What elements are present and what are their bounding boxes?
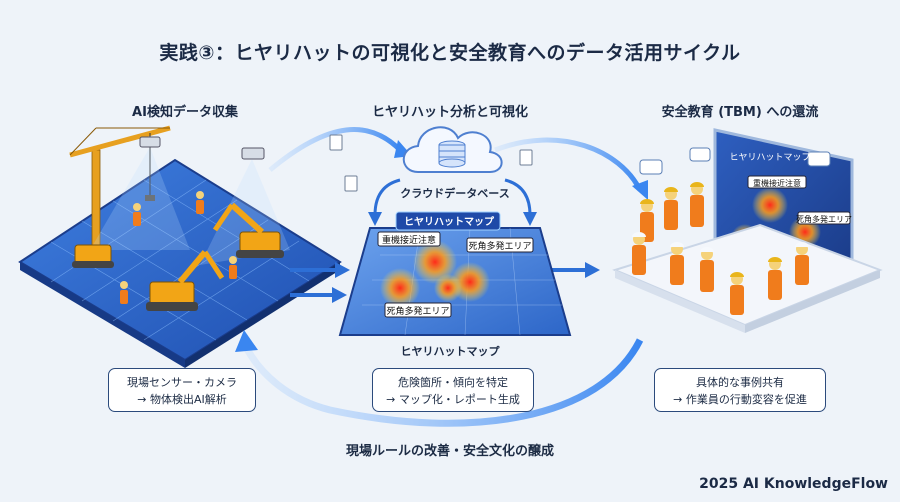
screen-callout-label: 死角多発エリア xyxy=(796,214,852,224)
map-callout-label: 重機接近注意 xyxy=(382,234,436,246)
heat-spot xyxy=(434,274,462,302)
hiyari-hatto-map xyxy=(338,227,572,336)
map-title: ヒヤリハットマップ xyxy=(404,215,495,228)
map-callout xyxy=(377,231,534,318)
flow-arc xyxy=(494,137,643,192)
footer-credit: 2025 AI KnowledgeFlow xyxy=(699,476,888,492)
detail-line: 具体的な事例共有 xyxy=(696,376,784,389)
map-callout-label: 死角多発エリア xyxy=(386,305,449,317)
map-caption: ヒヤリハットマップ xyxy=(400,345,500,358)
screen-callout xyxy=(747,175,851,225)
detail-line: → 物体検出AI解析 xyxy=(137,393,227,406)
excavator-icon xyxy=(146,250,225,311)
detail-line: → マップ化・レポート生成 xyxy=(386,393,520,406)
heat-spot xyxy=(413,240,457,284)
stage-heading-left: AI検知データ収集 xyxy=(132,105,238,120)
flow-arc xyxy=(268,127,402,172)
cloud-database-icon xyxy=(402,126,503,173)
worker-icon xyxy=(120,191,237,304)
site-floor xyxy=(18,158,342,368)
heat-spot xyxy=(380,268,420,308)
cloud-database-label: クラウドデータベース xyxy=(400,187,510,200)
stage-detail-left: 現場センサー・カメラ → 物体検出AI解析 xyxy=(108,368,256,412)
chat-bubble-icon xyxy=(639,147,831,175)
screen-title: ヒヤリハットマップ xyxy=(729,152,810,163)
detail-line: 危険箇所・傾向を特定 xyxy=(398,376,508,389)
feedback-loop-arrow xyxy=(241,338,644,427)
stage-heading-center: ヒヤリハット分析と可視化 xyxy=(371,105,528,120)
detail-line: 現場センサー・カメラ xyxy=(127,376,237,389)
map-title-tag xyxy=(395,211,501,231)
stage-detail-right: 具体的な事例共有 → 作業員の行動変容を促進 xyxy=(654,368,826,412)
worker-icon xyxy=(632,182,809,315)
page-title: 実践③：ヒヤリハットの可視化と安全教育へのデータ活用サイクル xyxy=(159,42,741,64)
screen-callout-label: 重機接近注意 xyxy=(753,178,801,188)
document-icon xyxy=(329,134,533,192)
stage-detail-center: 危険箇所・傾向を特定 → マップ化・レポート生成 xyxy=(372,368,534,412)
map-callout-label: 死角多発エリア xyxy=(468,240,531,252)
detail-line: → 作業員の行動変容を促進 xyxy=(673,393,807,406)
excavator-icon xyxy=(72,244,114,268)
stage-heading-right: 安全教育 (TBM) への還流 xyxy=(661,105,819,120)
excavator-icon xyxy=(212,202,284,258)
feedback-loop-label: 現場ルールの改善・安全文化の醸成 xyxy=(345,444,554,459)
